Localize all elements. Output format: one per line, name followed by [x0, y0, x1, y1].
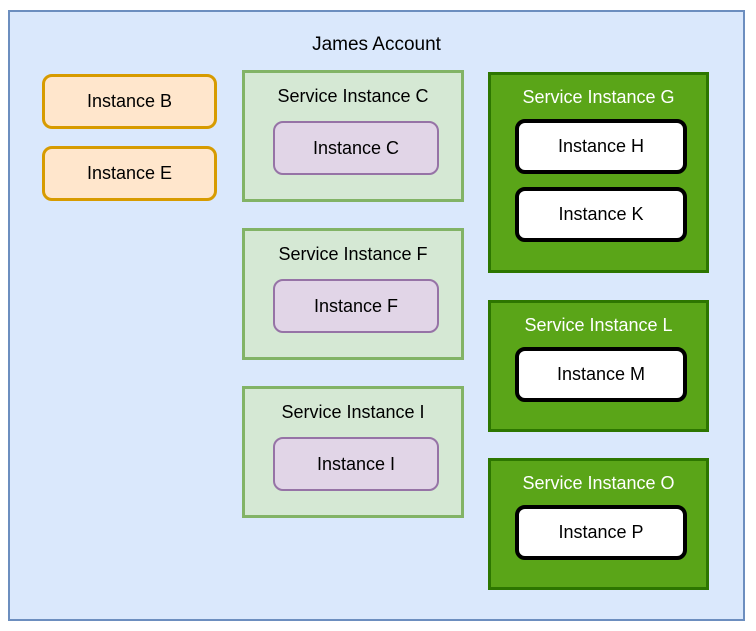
instance-box-m[interactable]: Instance M	[515, 347, 687, 402]
instance-box-k[interactable]: Instance K	[515, 187, 687, 242]
instance-box-p[interactable]: Instance P	[515, 505, 687, 560]
instance-box-i[interactable]: Instance I	[273, 437, 439, 491]
instance-box-f[interactable]: Instance F	[273, 279, 439, 333]
service-container-c[interactable]: Service Instance C Instance C	[242, 70, 464, 202]
service-container-o[interactable]: Service Instance O Instance P	[488, 458, 709, 590]
instance-box-e[interactable]: Instance E	[42, 146, 217, 201]
instance-label: Instance E	[86, 163, 173, 183]
instance-label: Instance H	[557, 136, 645, 156]
instance-box-b[interactable]: Instance B	[42, 74, 217, 129]
service-label: Service Instance F	[278, 244, 428, 264]
instance-label: Instance P	[558, 522, 644, 542]
service-label: Service Instance O	[522, 473, 675, 493]
service-container-g[interactable]: Service Instance G Instance H Instance K	[488, 72, 709, 273]
account-title: James Account	[312, 34, 441, 55]
instance-box-c[interactable]: Instance C	[273, 121, 439, 175]
instance-label: Instance M	[556, 364, 646, 384]
service-container-f[interactable]: Service Instance F Instance F	[242, 228, 464, 360]
instance-label: Instance C	[312, 137, 400, 158]
instance-box-h[interactable]: Instance H	[515, 119, 687, 174]
instance-label: Instance I	[316, 453, 396, 474]
service-container-l[interactable]: Service Instance L Instance M	[488, 300, 709, 432]
instance-label: Instance B	[86, 91, 173, 111]
service-label: Service Instance G	[522, 87, 675, 107]
instance-label: Instance F	[313, 295, 399, 316]
service-label: Service Instance I	[281, 402, 425, 422]
account-container[interactable]: James Account Instance B Instance E Serv…	[8, 10, 745, 621]
instance-label: Instance K	[558, 204, 644, 224]
service-label: Service Instance L	[524, 315, 673, 335]
service-container-i[interactable]: Service Instance I Instance I	[242, 386, 464, 518]
service-label: Service Instance C	[277, 86, 429, 106]
